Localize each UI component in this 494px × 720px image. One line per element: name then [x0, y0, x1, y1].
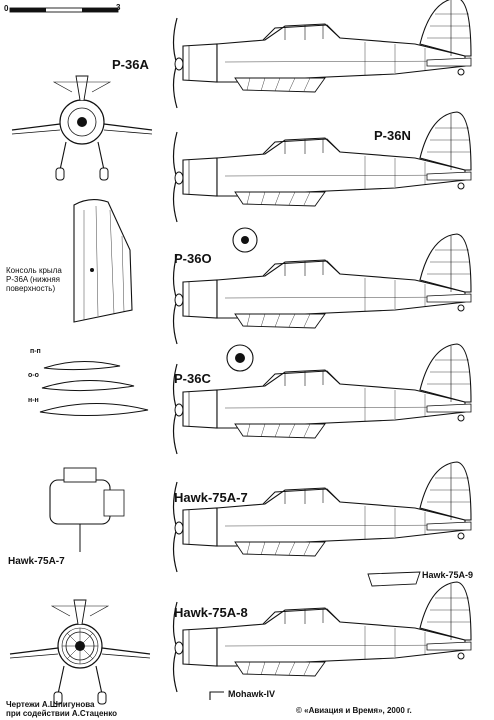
airfoil-oo [41, 380, 135, 392]
top-view-hawk75a7 [49, 467, 125, 552]
airfoil-pp [43, 360, 121, 371]
scale-end: 3 [116, 3, 121, 12]
wing-console [73, 199, 133, 323]
credits-assist: при содействии А.Стаценко [6, 709, 118, 719]
airfoil-nn [39, 402, 149, 417]
label-p36o: P-36O [174, 251, 212, 266]
wing-note-line2: P-36A (нижняя [6, 275, 60, 285]
side-view-p36c [172, 343, 472, 455]
label-p36c: P-36C [174, 371, 211, 386]
credits-drawings: Чертежи А.Шпигунова [6, 700, 95, 709]
label-p36a: P-36A [112, 57, 149, 72]
section-label-pp: п-п [30, 348, 41, 355]
front-engine-detail [61, 627, 99, 665]
mohawk4-detail [209, 691, 224, 700]
section-label-nn: н-н [28, 397, 39, 404]
side-view-p36a [172, 0, 472, 109]
copyright: © «Авиация и Время», 2000 г. [296, 706, 412, 715]
section-label-oo: о-о [28, 372, 39, 379]
label-mohawk4: Mohawk-IV [228, 689, 276, 699]
wing-note-line1: Консоль крыла [6, 266, 62, 275]
side-view-hawk75a8 [172, 581, 472, 693]
front-view-p36a [11, 75, 153, 181]
scale-zero: 0 [4, 4, 9, 13]
label-hawk75a9: Hawk-75A-9 [422, 570, 474, 580]
hawk75a9-detail [367, 571, 421, 587]
credits-block: Чертежи А.Шпигунова при содействии А.Ста… [6, 700, 117, 718]
wing-note-line3: поверхность) [6, 284, 56, 294]
side-view-hawk75a7 [172, 461, 472, 573]
side-view-p36n [172, 111, 472, 223]
label-hawk75a7-front: Hawk-75A-7 [8, 556, 65, 567]
label-p36n: P-36N [374, 128, 411, 143]
side-view-p36o [172, 233, 472, 345]
label-hawk75a8: Hawk-75A-8 [174, 605, 248, 620]
wing-note: Консоль крыла P-36A (нижняя поверхность) [6, 266, 62, 294]
label-hawk75a7: Hawk-75A-7 [174, 490, 248, 505]
